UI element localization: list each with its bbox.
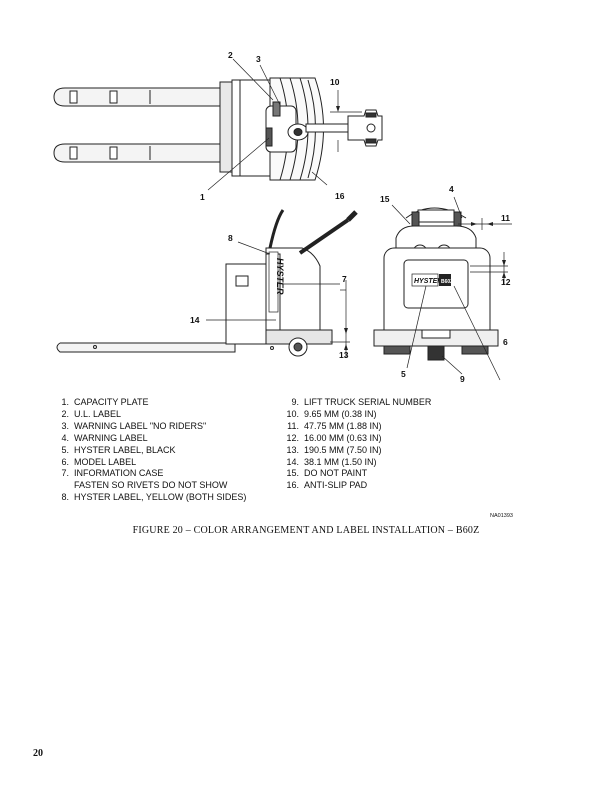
callout-numbers: 1 2 3 4 5 6 7 8 9 10 11 12 13 14 15 16 <box>190 50 511 384</box>
legend-item: 13.190.5 MM (7.50 IN) <box>286 444 382 455</box>
drawing-number: NA01393 <box>490 513 513 519</box>
legend-item: 5.HYSTER LABEL, BLACK <box>61 444 176 455</box>
callout-6: 6 <box>503 337 508 347</box>
callout-15: 15 <box>380 194 390 204</box>
svg-text:HYSTER: HYSTER <box>275 258 285 295</box>
legend-left-column: 1.CAPACITY PLATE 2.U.L. LABEL 3.WARNING … <box>55 397 285 504</box>
svg-text:B60Z: B60Z <box>441 279 453 285</box>
legend-item: 4.WARNING LABEL <box>61 432 148 443</box>
callout-16: 16 <box>335 191 345 201</box>
callout-14: 14 <box>190 315 200 325</box>
legend-item: 10.9.65 MM (0.38 IN) <box>286 408 377 419</box>
legend-item: 8.HYSTER LABEL, YELLOW (BOTH SIDES) <box>61 492 247 503</box>
callout-12: 12 <box>501 277 511 287</box>
side-hyster-decal: HYSTER <box>268 251 285 313</box>
legend-item: 16.ANTI-SLIP PAD <box>286 480 368 491</box>
legend-item-continuation: FASTEN SO RIVETS DO NOT SHOW <box>74 480 228 491</box>
legend-item: 6.MODEL LABEL <box>61 456 137 467</box>
callout-13: 13 <box>339 350 349 360</box>
callout-2: 2 <box>228 50 233 60</box>
legend-item: 1.CAPACITY PLATE <box>61 397 149 407</box>
legend-item: 9.LIFT TRUCK SERIAL NUMBER <box>291 397 432 407</box>
callout-10: 10 <box>330 77 340 87</box>
legend-item: 11.47.75 MM (1.88 IN) <box>287 420 382 431</box>
top-view <box>53 77 383 181</box>
callout-8: 8 <box>228 233 233 243</box>
svg-text:HYSTER: HYSTER <box>414 278 442 285</box>
page-number: 20 <box>33 748 43 759</box>
legend-right-column: 9.LIFT TRUCK SERIAL NUMBER 10.9.65 MM (0… <box>282 397 542 492</box>
callout-3: 3 <box>256 54 261 64</box>
rear-hyster-decal: HYSTER B60Z <box>411 273 453 287</box>
legend-item: 12.16.00 MM (0.63 IN) <box>286 432 382 443</box>
rear-view <box>373 207 512 361</box>
legend-item: 2.U.L. LABEL <box>61 408 122 419</box>
callout-11: 11 <box>501 213 510 223</box>
truck-label-figure: HYSTER <box>30 40 530 385</box>
callout-7: 7 <box>342 274 347 284</box>
legend-item: 3.WARNING LABEL "NO RIDERS" <box>61 420 207 431</box>
truck-illustration: HYSTER <box>53 50 512 384</box>
callout-5: 5 <box>401 369 406 379</box>
callout-9: 9 <box>460 374 465 384</box>
callout-1: 1 <box>200 192 205 202</box>
figure-caption: FIGURE 20 – COLOR ARRANGEMENT AND LABEL … <box>132 525 480 536</box>
legend-item: 7.INFORMATION CASE <box>61 468 164 479</box>
legend-item: 14.38.1 MM (1.50 IN) <box>286 456 377 467</box>
legend-item: 15.DO NOT PAINT <box>286 468 368 479</box>
callout-4: 4 <box>449 184 454 194</box>
side-view <box>56 209 358 358</box>
